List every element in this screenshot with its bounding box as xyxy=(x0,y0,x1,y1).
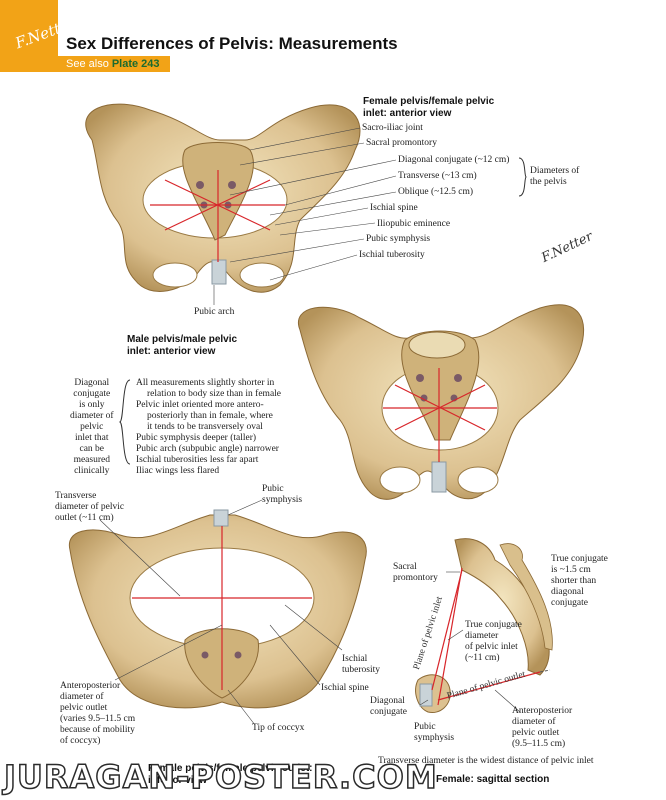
see-also-plate-link[interactable]: Plate 243 xyxy=(111,58,160,70)
difference-line-4: posteriorly than in female, where xyxy=(147,411,273,421)
label-iliopubic-eminence: Iliopubic eminence xyxy=(377,219,451,229)
label-diameters-group: Diameters of the pelvis xyxy=(530,166,580,187)
watermark-text: JURAGAN-POSTER.COM xyxy=(3,757,438,797)
label-pubic-symphysis: Pubic symphysis xyxy=(366,234,431,244)
difference-line-8: Ischial tuberosities less far apart xyxy=(136,455,259,465)
sagittal-section xyxy=(415,538,553,714)
label-oblique: Oblique (~12.5 cm) xyxy=(398,187,474,197)
diagonal-conjugate-note: Diagonal conjugate is only diameter of p… xyxy=(70,378,114,476)
female-anterior-heading: Female pelvis/female pelvic inlet: anter… xyxy=(363,96,495,119)
label-tip-of-coccyx: Tip of coccyx xyxy=(252,723,305,733)
label-ap-outlet: Anteroposterior diameter of pelvic outle… xyxy=(60,681,136,746)
true-conjugate-line xyxy=(431,569,463,691)
sagittal-footnote: Transverse diameter is the widest distan… xyxy=(378,756,594,766)
female-anterior-leaders xyxy=(213,127,397,305)
label-sacroiliac-joint: Sacro-iliac joint xyxy=(362,123,423,133)
female-inferior-heading: Female pelvis/female pelvic outlet: infe… xyxy=(148,763,313,786)
label-transverse-outlet: Transverse diameter of pelvic outlet (~1… xyxy=(55,491,125,523)
difference-line-6: Pubic symphysis deeper (taller) xyxy=(136,433,257,443)
female-pelvis-anterior xyxy=(85,103,361,293)
label-diagonal-conjugate: Diagonal conjugate (~12 cm) xyxy=(398,155,510,165)
label-sacral-promontory: Sacral promontory xyxy=(366,138,437,148)
label-ischial-tuberosity-inferior: Ischial tuberosity xyxy=(342,654,380,675)
male-anterior-heading: Male pelvis/male pelvic inlet: anterior … xyxy=(127,334,238,357)
label-pubic-arch: Pubic arch xyxy=(194,307,235,317)
female-pelvis-inferior xyxy=(68,509,367,709)
difference-line-7: Pubic arch (subpubic angle) narrower xyxy=(136,444,279,454)
outlet-plane-line xyxy=(437,671,541,701)
sagittal-heading: Female: sagittal section xyxy=(436,774,550,785)
diagonal-conjugate-line xyxy=(437,567,463,706)
label-ischial-spine: Ischial spine xyxy=(370,203,418,213)
label-true-conjugate: True conjugate diameter of pelvic inlet … xyxy=(465,620,522,663)
label-pubic-symphysis-inferior: Pubic symphysis xyxy=(262,484,303,505)
label-ischial-tuberosity: Ischial tuberosity xyxy=(359,250,425,260)
difference-line-1: All measurements slightly shorter in xyxy=(136,378,275,388)
label-ischial-spine-inferior: Ischial spine xyxy=(321,683,369,693)
label-true-conjugate-note: True conjugate is ~1.5 cm shorter than d… xyxy=(551,554,608,608)
see-also-prefix: See also xyxy=(66,58,109,70)
male-pelvis-anterior xyxy=(297,304,585,500)
label-pubic-symphysis-sagittal: Pubic symphysis xyxy=(414,722,455,743)
female-inferior-leaders xyxy=(99,499,343,726)
difference-line-2: relation to body size than in female xyxy=(147,389,282,399)
label-diagonal-conjugate-sagittal: Diagonal conjugate xyxy=(370,696,407,717)
difference-line-3: Pelvic inlet oriented more antero- xyxy=(136,400,264,410)
page-header: F.Netter Sex Differences of Pelvis: Meas… xyxy=(0,0,666,72)
label-transverse: Transverse (~13 cm) xyxy=(398,171,477,181)
label-sacral-promontory-sagittal: Sacral promontory xyxy=(393,562,438,583)
sagittal-leaders xyxy=(419,571,521,713)
difference-line-9: Iliac wings less flared xyxy=(136,466,220,476)
page-title: Sex Differences of Pelvis: Measurements xyxy=(66,34,398,53)
difference-line-5: it tends to be transversely oval xyxy=(147,422,263,432)
label-ap-outlet-sagittal: Anteroposterior diameter of pelvic outle… xyxy=(512,706,573,749)
netter-logo: F.Netter xyxy=(0,0,78,72)
